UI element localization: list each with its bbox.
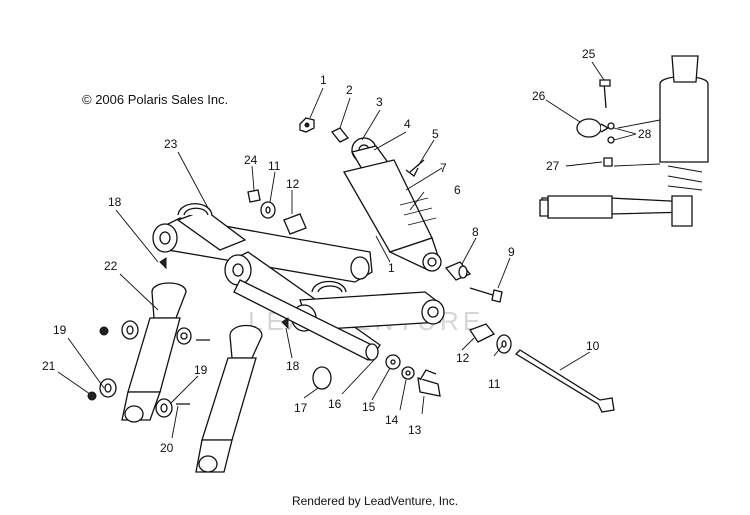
callout-15: 15	[362, 400, 376, 414]
callout-12-left: 12	[286, 177, 300, 191]
callout-8: 8	[472, 225, 479, 239]
callout-18-bottom: 18	[286, 359, 300, 373]
copyright-text: © 2006 Polaris Sales Inc.	[82, 92, 229, 107]
callout-12-right: 12	[456, 351, 470, 365]
callout-20: 20	[160, 441, 174, 455]
callout-18-top: 18	[108, 195, 122, 209]
upper-control-arm	[152, 203, 373, 283]
callout-4: 4	[404, 117, 411, 131]
callout-1: 1	[320, 73, 327, 87]
callout-22: 22	[104, 259, 118, 273]
callout-11-right: 11	[488, 377, 501, 391]
inset-shock-detail	[539, 55, 709, 227]
callout-19-right: 19	[194, 363, 208, 377]
callout-19-left: 19	[53, 323, 67, 337]
callout-13: 13	[408, 423, 422, 437]
callout-24: 24	[244, 153, 258, 167]
callout-16: 16	[328, 397, 342, 411]
callout-10: 10	[586, 339, 600, 353]
callout-5: 5	[432, 127, 439, 141]
callout-7: 7	[440, 161, 447, 175]
callout-21: 21	[42, 359, 56, 373]
callout-2: 2	[346, 83, 353, 97]
leader-lines	[57, 61, 637, 439]
callout-14: 14	[385, 413, 399, 427]
link-brackets	[87, 282, 263, 473]
callout-17: 17	[294, 401, 308, 415]
callout-23: 23	[164, 137, 178, 151]
callout-labels: 1 2 3 4 5 6 7 8 9 10 11 11 12 12 13 14 1…	[42, 47, 652, 455]
callout-1-center: 1	[388, 261, 395, 275]
shock-absorber	[343, 137, 442, 272]
callout-28: 28	[638, 127, 652, 141]
callout-26: 26	[532, 89, 546, 103]
callout-3: 3	[376, 95, 383, 109]
callout-9: 9	[508, 245, 515, 259]
callout-11-left: 11	[268, 159, 281, 173]
footer-credit: Rendered by LeadVenture, Inc.	[291, 494, 459, 508]
callout-25: 25	[582, 47, 596, 61]
callout-6: 6	[454, 183, 461, 197]
hardware	[159, 117, 615, 413]
callout-27: 27	[546, 159, 560, 173]
